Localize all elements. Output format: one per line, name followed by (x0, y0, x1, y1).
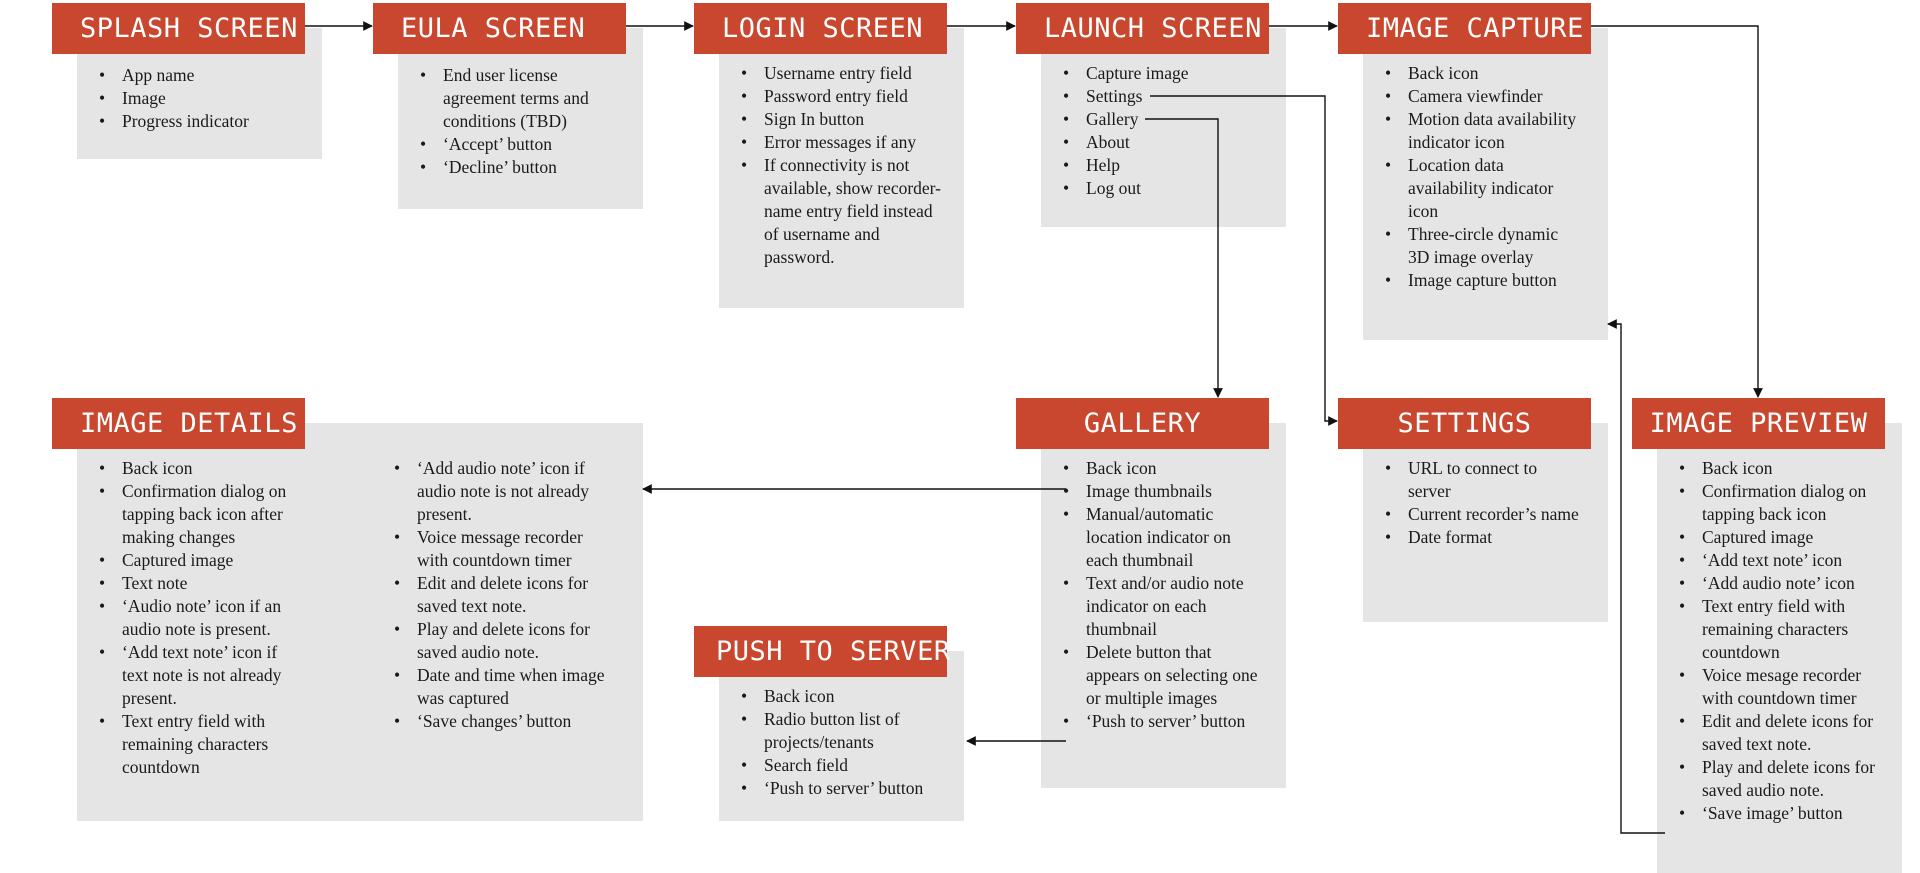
list-item: Voice mesage recorder with countdown tim… (1676, 664, 1876, 710)
list-item: End user license agreement terms and con… (417, 64, 617, 133)
list-item: Sign In button (738, 108, 945, 131)
list-item: ‘Add text note’ icon (1676, 549, 1876, 572)
list-item: ‘Decline’ button (417, 156, 617, 179)
list-item: Back icon (96, 457, 306, 480)
list-item: URL to connect to server (1382, 457, 1582, 503)
list-item: Three-circle dynamic 3D image overlay (1382, 223, 1582, 269)
list-item: Captured image (1676, 526, 1876, 549)
list-item: Back icon (1382, 62, 1582, 85)
node-title: SETTINGS (1338, 398, 1591, 449)
item-list-right: ‘Add audio note’ icon if audio note is n… (391, 457, 616, 733)
list-item: ‘Add text note’ icon if text note is not… (96, 641, 306, 710)
list-item: Back icon (1060, 457, 1260, 480)
list-item: Text and/or audio note indicator on each… (1060, 572, 1260, 641)
node-title: LAUNCH SCREEN (1016, 3, 1269, 54)
item-list: Back iconRadio button list of projects/t… (738, 685, 938, 800)
list-item: Back icon (738, 685, 938, 708)
node-title: IMAGE PREVIEW (1632, 398, 1885, 449)
node-title: GALLERY (1016, 398, 1269, 449)
list-item: App name (96, 64, 316, 87)
list-item: ‘Save image’ button (1676, 802, 1876, 825)
list-item: ‘Add audio note’ icon (1676, 572, 1876, 595)
list-item: Image capture button (1382, 269, 1582, 292)
item-list: End user license agreement terms and con… (417, 64, 617, 179)
node-title: IMAGE DETAILS (52, 398, 305, 449)
list-item: If connectivity is not available, show r… (738, 154, 945, 269)
list-item: ‘Push to server’ button (738, 777, 938, 800)
node-title: SPLASH SCREEN (52, 3, 305, 54)
item-list: URL to connect to serverCurrent recorder… (1382, 457, 1582, 549)
list-item: ‘Push to server’ button (1060, 710, 1260, 733)
list-item: Date format (1382, 526, 1582, 549)
list-item: ‘Add audio note’ icon if audio note is n… (391, 457, 616, 526)
list-item: Voice message recorder with countdown ti… (391, 526, 616, 572)
list-item: Password entry field (738, 85, 945, 108)
node-title: PUSH TO SERVER (694, 626, 950, 677)
list-item: Text entry field with remaining characte… (1676, 595, 1876, 664)
list-item: Progress indicator (96, 110, 316, 133)
list-item: ‘Audio note’ icon if an audio note is pr… (96, 595, 306, 641)
list-item: Captured image (96, 549, 306, 572)
list-item: Location data availability indicator ico… (1382, 154, 1582, 223)
list-item: Camera viewfinder (1382, 85, 1582, 108)
list-item: About (1060, 131, 1260, 154)
list-item: Gallery (1060, 108, 1260, 131)
list-item: Search field (738, 754, 938, 777)
list-item: Text entry field with remaining characte… (96, 710, 306, 779)
list-item: Radio button list of projects/tenants (738, 708, 938, 754)
item-list: Capture imageSettingsGalleryAboutHelpLog… (1060, 62, 1260, 200)
list-item: Image thumbnails (1060, 480, 1260, 503)
list-item: Help (1060, 154, 1260, 177)
list-item: Username entry field (738, 62, 945, 85)
list-item: Confirmation dialog on tapping back icon… (96, 480, 306, 549)
list-item: Capture image (1060, 62, 1260, 85)
node-title: EULA SCREEN (373, 3, 626, 54)
connector-settings-item-to-settings (1150, 95, 1338, 426)
list-item: Date and time when image was captured (391, 664, 616, 710)
list-item: Play and delete icons for saved audio no… (391, 618, 616, 664)
list-item: Image (96, 87, 316, 110)
connector-capture-to-preview (1591, 25, 1763, 398)
list-item: Edit and delete icons for saved text not… (1676, 710, 1876, 756)
node-title: IMAGE CAPTURE (1338, 3, 1591, 54)
list-item: Error messages if any (738, 131, 945, 154)
item-list: Back iconConfirmation dialog on tapping … (1676, 457, 1876, 825)
node-title: LOGIN SCREEN (694, 3, 947, 54)
list-item: Log out (1060, 177, 1260, 200)
connector-preview-to-capture (1607, 319, 1665, 834)
item-list-left: Back iconConfirmation dialog on tapping … (96, 457, 306, 779)
list-item: Confirmation dialog on tapping back icon (1676, 480, 1876, 526)
list-item: Settings (1060, 85, 1260, 108)
list-item: Text note (96, 572, 306, 595)
connector-gallery-item-to-gallery (1145, 118, 1223, 398)
list-item: Delete button that appears on selecting … (1060, 641, 1260, 710)
item-list: Back iconCamera viewfinderMotion data av… (1382, 62, 1582, 292)
item-list: Username entry fieldPassword entry field… (738, 62, 945, 269)
item-list: Back iconImage thumbnailsManual/automati… (1060, 457, 1260, 733)
list-item: Manual/automatic location indicator on e… (1060, 503, 1260, 572)
list-item: Edit and delete icons for saved text not… (391, 572, 616, 618)
list-item: Current recorder’s name (1382, 503, 1582, 526)
list-item: ‘Accept’ button (417, 133, 617, 156)
list-item: ‘Save changes’ button (391, 710, 616, 733)
list-item: Play and delete icons for saved audio no… (1676, 756, 1876, 802)
list-item: Motion data availability indicator icon (1382, 108, 1582, 154)
item-list: App nameImageProgress indicator (96, 64, 316, 133)
list-item: Back icon (1676, 457, 1876, 480)
